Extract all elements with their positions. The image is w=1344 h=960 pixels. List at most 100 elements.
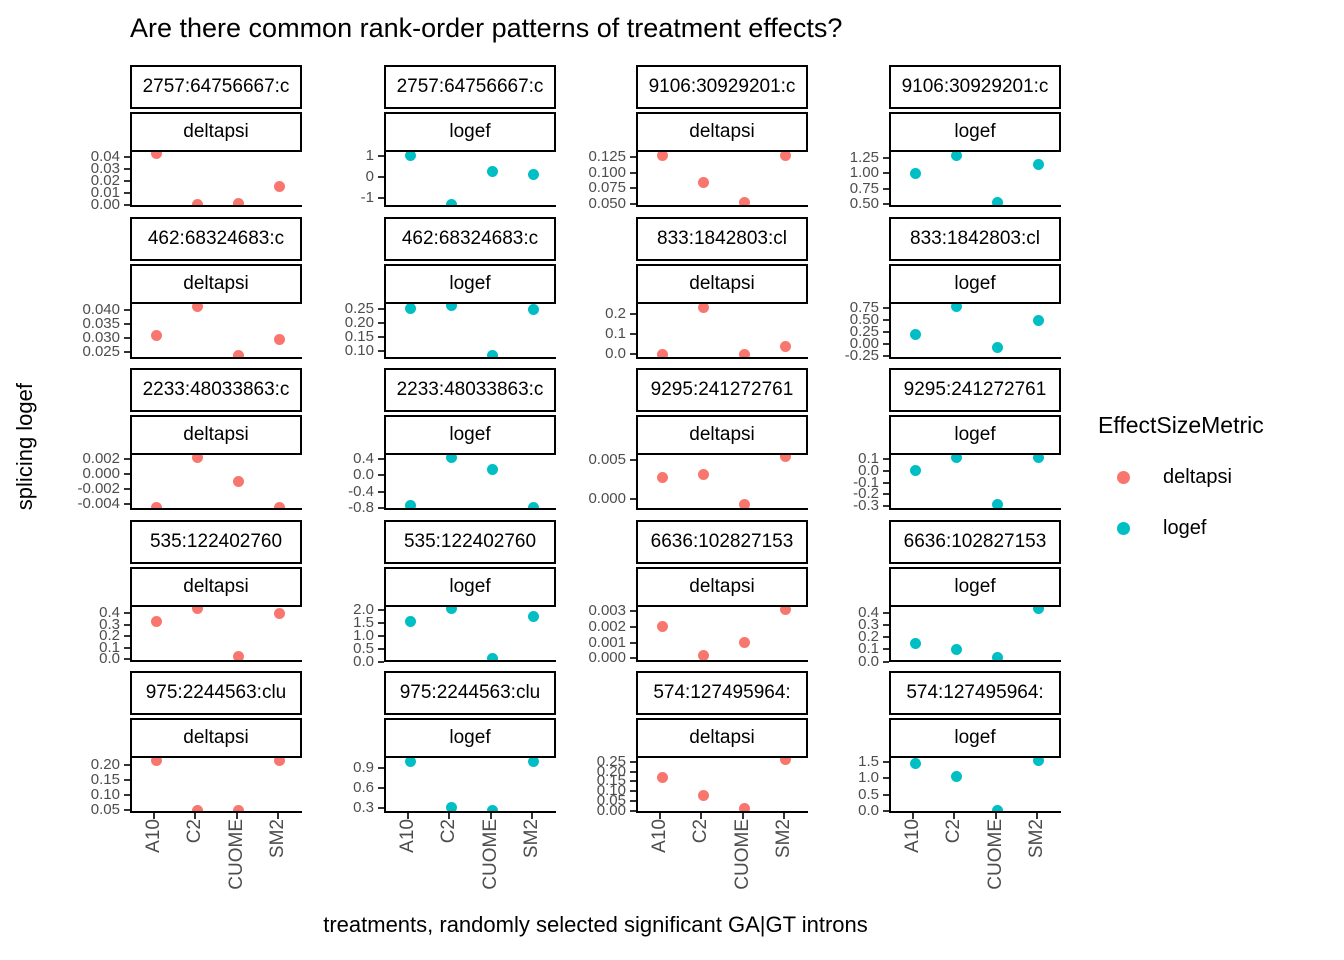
- data-point-deltapsi: [656, 621, 668, 633]
- y-tick-label: 0.5: [353, 639, 374, 657]
- y-tick-label: 0.0: [99, 650, 120, 668]
- data-point-deltapsi: [233, 476, 245, 488]
- legend-item-logef: logef: [1092, 515, 1206, 541]
- y-tick-mark: [883, 493, 889, 496]
- y-tick-mark: [630, 312, 636, 315]
- y-tick-label: 0.125: [588, 148, 626, 165]
- y-tick-mark: [630, 780, 636, 783]
- facet-panel: [130, 303, 302, 359]
- y-tick-mark: [124, 458, 130, 461]
- x-tick-label: SM2: [772, 819, 794, 859]
- data-point-deltapsi: [274, 607, 286, 619]
- y-tick-label: 0.15: [344, 328, 374, 346]
- data-point-deltapsi: [191, 199, 203, 205]
- data-point-deltapsi: [739, 196, 751, 205]
- facet-strip-metric: logef: [384, 263, 556, 304]
- y-tick-label: 0.02: [90, 172, 120, 190]
- data-point-logef: [950, 152, 962, 161]
- data-point-logef: [404, 500, 416, 508]
- data-point-logef: [445, 303, 457, 312]
- y-tick-mark: [630, 760, 636, 763]
- y-tick-label: 0.9: [353, 758, 374, 776]
- facet-strip-metric: deltapsi: [130, 566, 302, 607]
- y-tick-mark: [378, 350, 384, 353]
- y-tick-mark: [378, 490, 384, 493]
- y-tick-label: -1: [360, 188, 374, 206]
- data-point-logef: [950, 455, 962, 463]
- x-tick-label: A10: [649, 819, 671, 853]
- x-tick-mark: [448, 813, 451, 819]
- y-tick-mark: [883, 777, 889, 780]
- y-tick-label: 0.25: [596, 752, 626, 770]
- data-point-deltapsi: [274, 333, 286, 345]
- data-point-deltapsi: [739, 637, 751, 649]
- y-tick-label: 0.5: [858, 785, 879, 803]
- facet-panel: [130, 455, 302, 510]
- data-point-deltapsi: [191, 455, 203, 464]
- data-point-logef: [1033, 455, 1045, 463]
- deltapsi-point-icon: [1117, 470, 1130, 484]
- data-point-logef: [445, 455, 457, 463]
- facet-strip-metric: logef: [384, 718, 556, 758]
- y-tick-mark: [630, 459, 636, 462]
- y-tick-mark: [124, 623, 130, 626]
- data-point-deltapsi: [150, 501, 162, 508]
- y-tick-mark: [883, 187, 889, 190]
- data-point-deltapsi: [274, 180, 286, 192]
- x-tick-mark: [1035, 813, 1038, 819]
- y-tick-label: 0.20: [344, 314, 374, 332]
- facet-strip-metric: logef: [889, 718, 1061, 758]
- facet-panel: [889, 303, 1061, 359]
- y-tick-label: 0.0: [858, 461, 879, 479]
- data-point-logef: [445, 802, 457, 811]
- legend-title: EffectSizeMetric: [1098, 412, 1264, 438]
- x-tick-mark: [994, 813, 997, 819]
- y-tick-label: 0.4: [858, 603, 879, 621]
- y-tick-label: 0.50: [849, 311, 879, 329]
- y-tick-mark: [378, 175, 384, 178]
- facet-panel: [384, 152, 556, 207]
- facet-panel: [384, 758, 556, 813]
- facet-panel: [636, 455, 808, 510]
- y-tick-label: 0.03: [90, 160, 120, 178]
- y-tick-mark: [378, 766, 384, 769]
- facet-strip-metric: deltapsi: [636, 112, 808, 152]
- data-point-logef: [404, 152, 416, 161]
- y-tick-mark: [124, 646, 130, 649]
- y-tick-label: -0.004: [77, 495, 120, 513]
- data-point-logef: [528, 303, 540, 315]
- data-point-logef: [992, 652, 1004, 660]
- x-tick-mark: [700, 813, 703, 819]
- x-tick-label: CUOME: [225, 819, 247, 890]
- y-tick-mark: [124, 794, 130, 797]
- y-tick-label: 0.050: [588, 194, 626, 212]
- y-tick-label: 0.002: [82, 450, 120, 468]
- data-point-logef: [909, 167, 921, 179]
- y-tick-mark: [883, 319, 889, 322]
- y-tick-label: 0.1: [858, 640, 879, 658]
- y-tick-label: 0.0: [858, 652, 879, 670]
- y-tick-label: 2.0: [353, 601, 374, 619]
- y-tick-label: 0.01: [90, 184, 120, 202]
- data-point-deltapsi: [780, 758, 792, 766]
- data-point-logef: [1033, 158, 1045, 170]
- x-tick-label: CUOME: [984, 819, 1006, 890]
- x-tick-mark: [153, 813, 156, 819]
- y-tick-mark: [883, 331, 889, 334]
- facet-strip-metric: deltapsi: [130, 263, 302, 304]
- y-tick-label: 0.025: [82, 342, 120, 360]
- data-point-deltapsi: [656, 772, 668, 783]
- logef-point-icon: [1117, 521, 1130, 535]
- y-tick-label: 0.040: [82, 301, 120, 319]
- data-point-deltapsi: [697, 176, 709, 188]
- y-tick-mark: [883, 636, 889, 639]
- data-point-logef: [487, 165, 499, 177]
- data-point-deltapsi: [697, 649, 709, 660]
- y-tick-label: -0.002: [77, 480, 120, 498]
- facet-strip-metric: deltapsi: [130, 718, 302, 758]
- y-tick-label: 0.2: [99, 627, 120, 645]
